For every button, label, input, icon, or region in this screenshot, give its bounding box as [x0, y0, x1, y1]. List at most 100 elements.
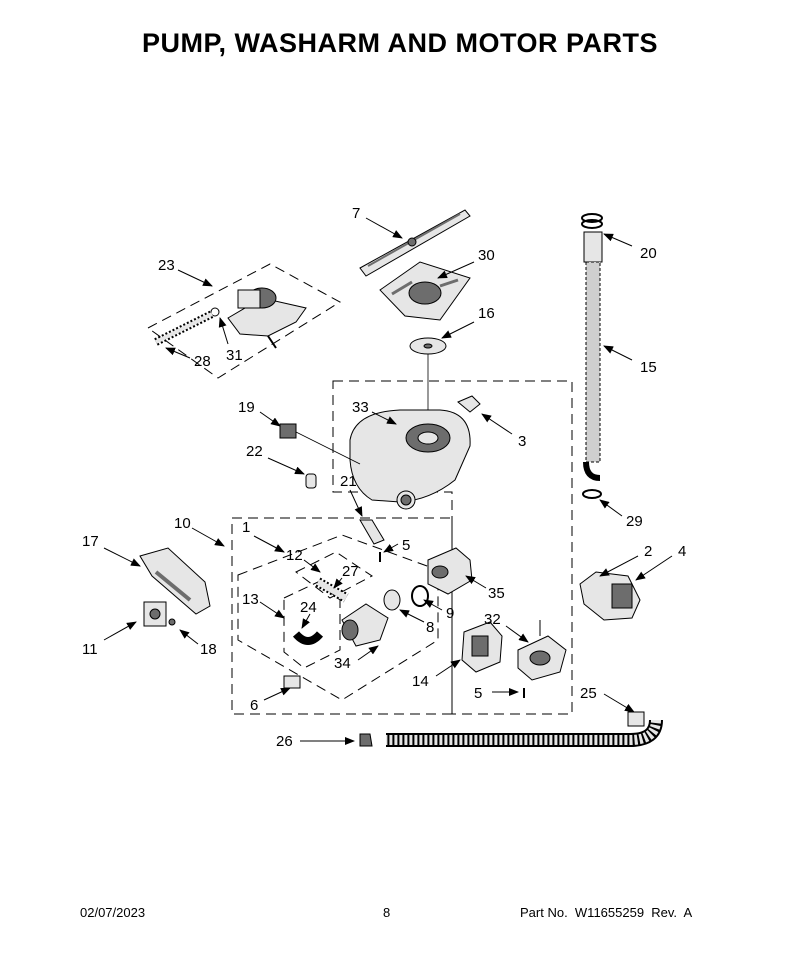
callout-12: 12	[286, 547, 303, 564]
arrow-27	[333, 577, 343, 589]
footer-page-number: 8	[383, 905, 391, 920]
arrow-6	[263, 687, 291, 701]
arrow-5a	[383, 543, 399, 553]
callout-7: 7	[352, 205, 360, 222]
arrow-4	[635, 555, 673, 581]
arrow-11	[103, 621, 137, 641]
spray-arm-part	[359, 209, 471, 277]
callout-14: 14	[412, 673, 429, 690]
arrow-9	[423, 599, 443, 611]
callout-6: 6	[250, 697, 258, 714]
arrow-19	[259, 411, 281, 427]
callout-34: 34	[334, 655, 351, 672]
arrow-35	[465, 575, 487, 589]
arrow-24	[301, 613, 311, 629]
clamp-26-part	[359, 733, 373, 747]
callout-10: 10	[174, 515, 191, 532]
sump-housing-part	[349, 409, 471, 510]
footer-date: 02/07/2023	[80, 905, 146, 920]
bracket-2-4-part	[579, 571, 641, 621]
arrow-21	[349, 489, 363, 517]
arrow-15	[603, 345, 633, 361]
motor-assembly-part	[210, 287, 307, 349]
drain-hose-25-part	[386, 711, 663, 747]
motor-14-part	[461, 621, 503, 673]
bracket-17-part	[139, 547, 211, 615]
arrow-20	[603, 233, 633, 247]
group-outline-1	[237, 534, 439, 701]
callout-4: 4	[678, 543, 686, 560]
callout-26: 26	[276, 733, 293, 750]
seal-9-part	[411, 585, 429, 607]
group-outline-12	[295, 551, 373, 599]
arrow-14	[435, 659, 461, 677]
arrow-12	[303, 559, 321, 573]
arrow-34	[357, 645, 379, 661]
callout-29: 29	[626, 513, 643, 530]
callout-1: 1	[242, 519, 250, 536]
pump-32-part	[517, 620, 567, 681]
leader-arrows	[103, 217, 673, 745]
hose-28-part	[154, 310, 214, 346]
clamp-29-part	[582, 489, 602, 499]
arrow-30	[437, 261, 475, 279]
callout-16: 16	[478, 305, 495, 322]
arrow-7	[365, 217, 403, 239]
arrow-3	[481, 413, 513, 435]
ring-8-part	[383, 589, 401, 611]
callout-33: 33	[352, 399, 369, 416]
callout-23: 23	[158, 257, 175, 274]
callout-13: 13	[242, 591, 259, 608]
callout-20: 20	[640, 245, 657, 262]
pump-35-part	[427, 547, 473, 595]
sensor-19-part	[279, 423, 361, 465]
arrow-17	[103, 547, 141, 567]
callout-28: 28	[194, 353, 211, 370]
callout-27: 27	[342, 563, 359, 580]
callout-25: 25	[580, 685, 597, 702]
callout-21: 21	[340, 473, 357, 490]
callout-labels: 7 30 16 20 15 23 28 31 33 3 19 22 21 29 …	[82, 205, 686, 750]
callout-17: 17	[82, 533, 99, 550]
arrow-29	[599, 499, 623, 517]
arrow-8	[399, 609, 425, 623]
callout-31: 31	[226, 347, 243, 364]
callout-8: 8	[426, 619, 434, 636]
arrow-13	[259, 601, 285, 619]
arrow-2	[599, 555, 639, 577]
clamp-20-part	[581, 213, 603, 229]
callout-22: 22	[246, 443, 263, 460]
callout-9: 9	[446, 605, 454, 622]
drain-hose-15-part	[583, 231, 603, 481]
arrow-25	[603, 693, 635, 713]
page-title: PUMP, WASHARM AND MOTOR PARTS	[141, 28, 659, 58]
callout-32: 32	[484, 611, 501, 628]
callout-3: 3	[518, 433, 526, 450]
callout-15: 15	[640, 359, 657, 376]
mount-11-part	[143, 601, 176, 627]
arrow-23	[177, 269, 213, 287]
callout-30: 30	[478, 247, 495, 264]
cap-22-part	[305, 473, 317, 489]
arrow-28	[165, 347, 191, 359]
arrow-22	[267, 457, 305, 475]
bracket-21-part	[359, 519, 385, 545]
group-outline-23	[147, 263, 341, 379]
disc-part	[409, 337, 447, 420]
group-outline-13	[283, 581, 341, 669]
arrow-10	[191, 527, 225, 547]
footer-part-number: Part No. W11655259 Rev. A	[520, 905, 693, 920]
callout-5b: 5	[474, 685, 482, 702]
callout-11: 11	[82, 641, 98, 658]
callout-18: 18	[200, 641, 217, 658]
arrow-16	[441, 321, 475, 339]
callout-5a: 5	[402, 537, 410, 554]
parts	[139, 209, 663, 747]
callout-2: 2	[644, 543, 652, 560]
hose-24-part	[292, 631, 324, 645]
arrow-33	[371, 411, 397, 425]
hose-27-part	[315, 577, 349, 603]
filter-part	[379, 261, 471, 321]
callout-24: 24	[300, 599, 317, 616]
group-outline-10	[231, 517, 453, 715]
